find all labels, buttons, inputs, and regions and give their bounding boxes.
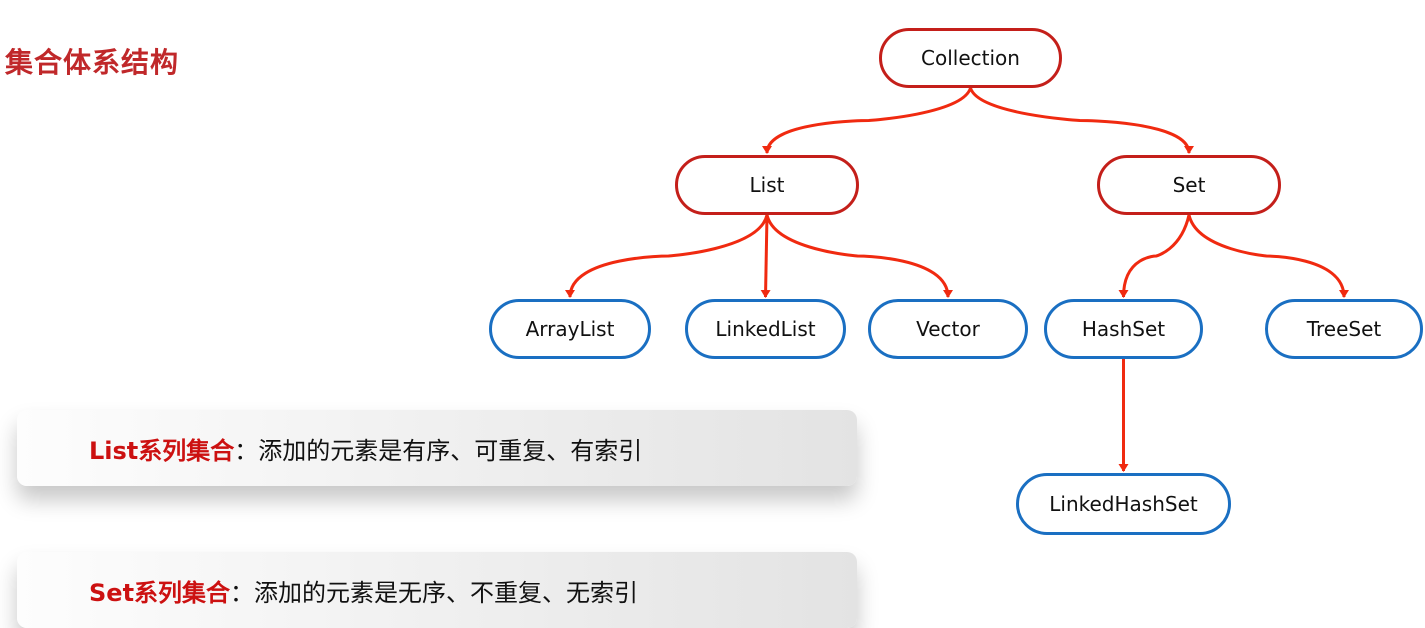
node-vector: Vector bbox=[868, 299, 1028, 359]
edge-list-to-linkedlist bbox=[760, 214, 771, 298]
page-title: 集合体系结构 bbox=[5, 46, 180, 79]
node-linkedlist: LinkedList bbox=[685, 299, 846, 359]
node-hashset: HashSet bbox=[1044, 299, 1203, 359]
hierarchy-edges bbox=[565, 87, 1349, 472]
edge-set-to-hashset bbox=[1118, 214, 1191, 298]
list-series-label: List系列集合 bbox=[89, 436, 235, 465]
node-list: List bbox=[675, 155, 859, 215]
edge-list-to-vector bbox=[765, 214, 953, 298]
list-series-description: 添加的元素是有序、可重复、有索引 bbox=[258, 436, 643, 465]
node-treeset: TreeSet bbox=[1265, 299, 1423, 359]
node-set: Set bbox=[1097, 155, 1281, 215]
separator: ： bbox=[234, 436, 259, 465]
edge-list-to-arraylist bbox=[565, 214, 769, 298]
set-description-card: Set系列集合 ： 添加的元素是无序、不重复、无索引 bbox=[17, 552, 857, 628]
edge-set-to-treeset bbox=[1187, 214, 1349, 298]
node-collection: Collection bbox=[879, 28, 1062, 88]
edge-collection-to-set bbox=[969, 87, 1194, 154]
node-linkedhashset: LinkedHashSet bbox=[1016, 473, 1231, 535]
set-series-label: Set系列集合 bbox=[89, 578, 231, 607]
node-arraylist: ArrayList bbox=[489, 299, 651, 359]
set-series-description: 添加的元素是无序、不重复、无索引 bbox=[254, 578, 639, 607]
separator: ： bbox=[230, 578, 255, 607]
edge-collection-to-list bbox=[762, 87, 972, 154]
list-description-card: List系列集合 ： 添加的元素是有序、可重复、有索引 bbox=[17, 410, 857, 486]
